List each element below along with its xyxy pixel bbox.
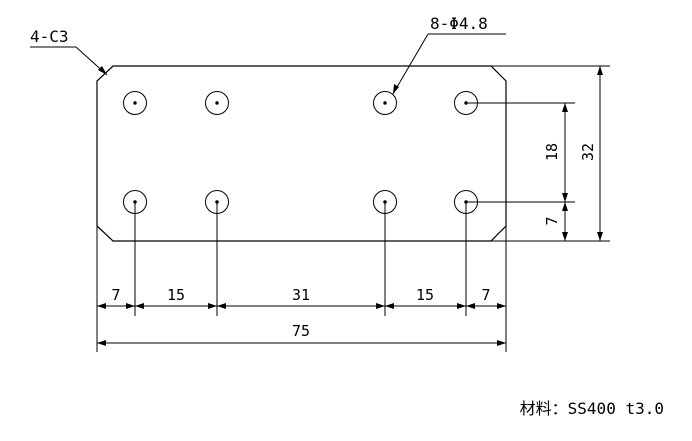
arrowhead xyxy=(597,232,603,241)
arrowhead xyxy=(135,303,144,309)
arrowhead xyxy=(208,303,217,309)
arrowhead xyxy=(385,303,394,309)
arrowhead xyxy=(466,303,475,309)
hole-center-dot xyxy=(215,101,219,105)
overall-height-dimension: 32 xyxy=(579,66,603,241)
chamfer-leader: 4-C3 xyxy=(30,27,108,76)
arrowhead xyxy=(217,303,226,309)
arrowhead xyxy=(97,303,106,309)
hole-center-dot xyxy=(133,101,137,105)
arrowhead xyxy=(562,232,568,241)
arrowhead xyxy=(126,303,135,309)
extension-lines-bottom xyxy=(96,202,507,352)
dimension-label: 7 xyxy=(481,286,490,304)
dimension-label: 15 xyxy=(416,286,434,304)
arrowhead xyxy=(597,66,603,75)
hole xyxy=(373,91,397,115)
dimension-label: 7 xyxy=(111,286,120,304)
hole-center-dot xyxy=(383,101,387,105)
plate-outline xyxy=(96,65,507,242)
dimension-label: 15 xyxy=(167,286,185,304)
vertical-hole-dimension: 18 7 xyxy=(543,103,568,241)
hole xyxy=(123,91,147,115)
extension-lines-right xyxy=(466,65,610,242)
arrowhead xyxy=(97,340,106,346)
bottom-chain-dimension: 7 15 31 15 7 xyxy=(97,286,506,309)
dimension-label: 18 xyxy=(543,143,561,161)
chamfer-note: 4-C3 xyxy=(30,27,69,46)
arrowhead xyxy=(562,193,568,202)
arrowhead xyxy=(457,303,466,309)
arrowhead xyxy=(497,340,506,346)
arrowhead xyxy=(562,202,568,211)
leader-line xyxy=(392,33,429,95)
overall-width-dimension: 75 xyxy=(97,322,506,346)
arrowhead xyxy=(393,84,399,94)
material-note: 材料：SS400 t3.0 xyxy=(520,399,664,418)
hole-note: 8-Φ4.8 xyxy=(430,14,488,33)
holes xyxy=(123,91,478,214)
dimension-label: 75 xyxy=(292,322,310,340)
arrowhead xyxy=(98,66,107,75)
arrowhead xyxy=(562,103,568,112)
dimension-label: 32 xyxy=(579,143,597,161)
dimension-label: 31 xyxy=(292,286,310,304)
hole xyxy=(205,91,229,115)
dimension-label: 7 xyxy=(543,216,561,225)
hole-leader: 8-Φ4.8 xyxy=(392,14,506,95)
arrowhead xyxy=(497,303,506,309)
arrowhead xyxy=(376,303,385,309)
